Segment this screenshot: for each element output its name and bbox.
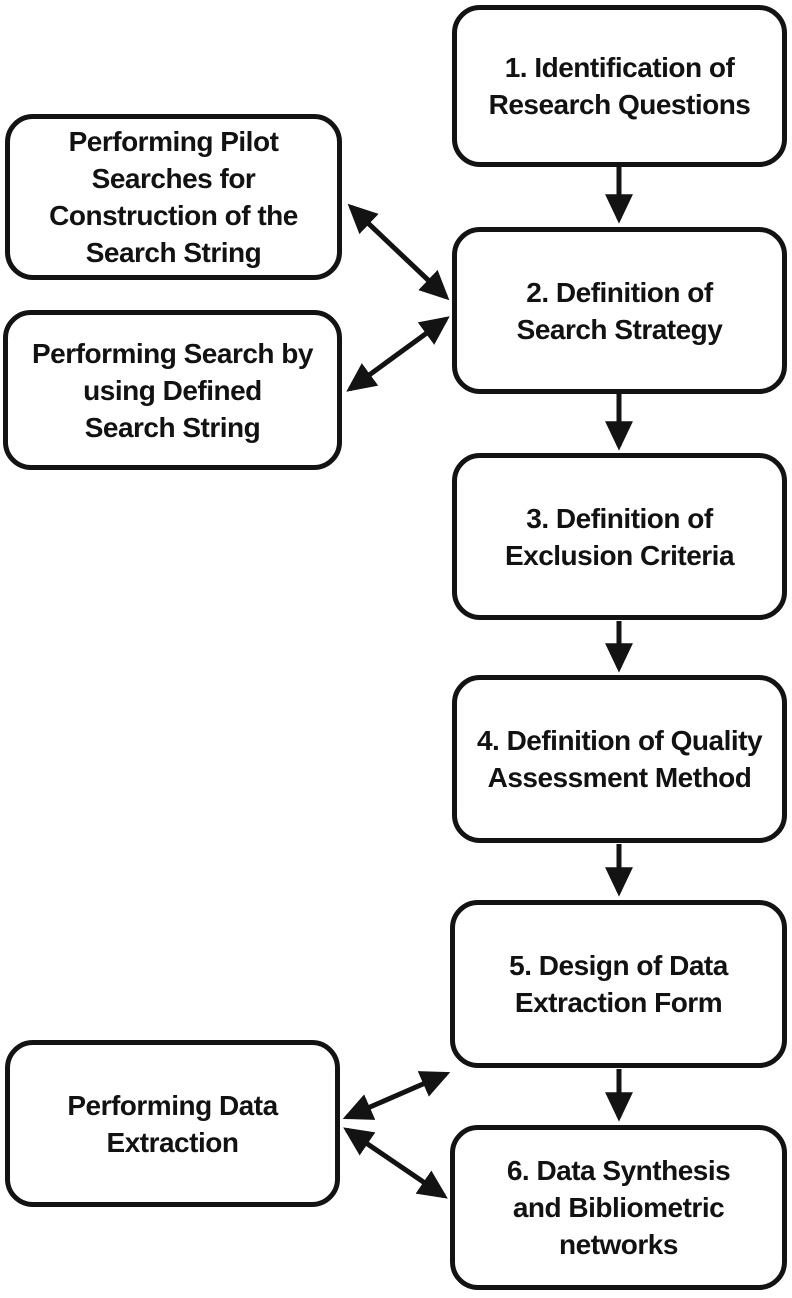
- side-data-extraction-label: Performing Data Extraction: [67, 1089, 278, 1158]
- step-box-2-definition-of-search-strategy: 2. Definition of Search Strategy: [452, 227, 787, 394]
- side-box-performing-pilot-searches: Performing Pilot Searches for Constructi…: [5, 114, 342, 280]
- double-arrow-data-extraction-step5: [342, 1071, 451, 1120]
- step-box-6-data-synthesis-and-bibliometric-networks: 6. Data Synthesis and Bibliometric netwo…: [450, 1125, 787, 1290]
- side-box-performing-data-extraction: Performing Data Extraction: [5, 1040, 340, 1207]
- step-box-1-identification-of-research-questions: 1. Identification of Research Questions: [452, 5, 787, 167]
- step-4-label: 4. Definition of Quality Assessment Meth…: [476, 725, 763, 793]
- step-6-label: 6. Data Synthesis and Bibliometric netwo…: [506, 1155, 731, 1260]
- double-arrow-defined-search-step2: [346, 316, 450, 392]
- step-3-label: 3. Definition of Exclusion Criteria: [504, 502, 735, 571]
- step-box-3-definition-of-exclusion-criteria: 3. Definition of Exclusion Criteria: [452, 453, 787, 620]
- step-5-label: 5. Design of Data Extraction Form: [509, 950, 728, 1018]
- step-box-4-definition-of-quality-assessment-method: 4. Definition of Quality Assessment Meth…: [452, 675, 787, 843]
- double-arrow-pilot-searches-step2: [347, 203, 450, 301]
- step-box-5-design-of-data-extraction-form: 5. Design of Data Extraction Form: [450, 900, 787, 1068]
- side-box-performing-search-defined-string: Performing Search by using Defined Searc…: [3, 310, 342, 470]
- double-arrow-data-extraction-step6: [343, 1127, 448, 1199]
- step-2-label: 2. Definition of Search Strategy: [516, 276, 723, 345]
- side-defined-search-label: Performing Search by using Defined Searc…: [32, 337, 313, 443]
- side-pilot-searches-label: Performing Pilot Searches for Constructi…: [49, 126, 298, 268]
- step-1-label: 1. Identification of Research Questions: [488, 52, 751, 120]
